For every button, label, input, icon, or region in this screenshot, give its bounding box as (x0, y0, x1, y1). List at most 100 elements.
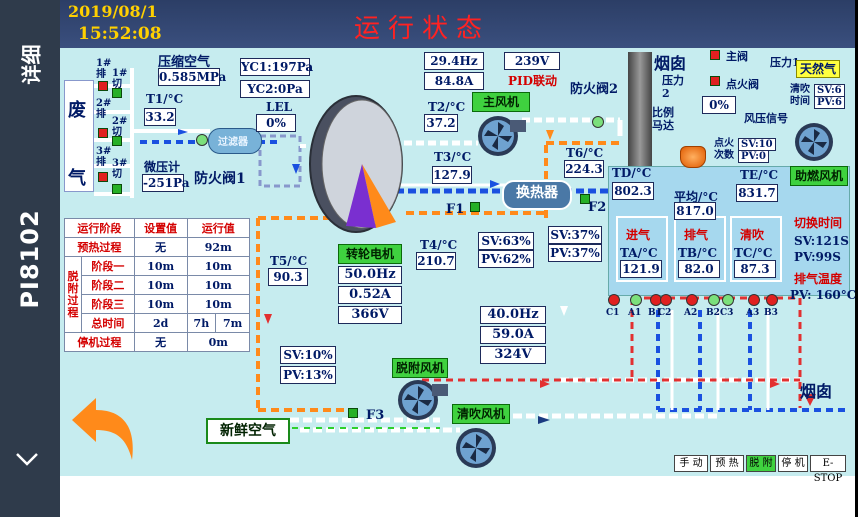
page-title: 运行状态 (354, 14, 491, 44)
phase-stage2-set: 10m (133, 275, 188, 295)
device-id: PI8102 (16, 209, 44, 309)
zone-purge-label: TC/°C (734, 246, 773, 260)
valve-lamp-label-a2: A2 (684, 308, 698, 318)
main-fan-label: 主风机 (472, 92, 530, 112)
chevron-down-icon[interactable] (14, 448, 40, 470)
valve-lamp-label-b2: B2 (706, 308, 720, 318)
purge-fan-icon[interactable] (452, 426, 504, 472)
phase-stop-name: 停机过程 (64, 332, 135, 352)
lel-label: LEL (266, 100, 293, 114)
zone-purge-title: 清吹 (740, 228, 765, 242)
chimney-bottom-label: 烟囱 (800, 382, 833, 401)
micro-pressure-value: -251Pa (142, 174, 190, 192)
phase-stop-run: 0m (186, 332, 251, 352)
t4-value: 210.7 (416, 252, 456, 270)
side-panel: 详细 PI8102 (0, 0, 60, 517)
td-value: 802.3 (612, 182, 654, 200)
valve-lamp-a2 (686, 294, 698, 306)
f3-label: F3 (366, 408, 385, 423)
valve-lamp-label-c3: C3 (720, 308, 734, 318)
rotor-wheel (309, 95, 403, 233)
phase-header-stage: 运行阶段 (64, 218, 135, 238)
phase-stage3-run: 10m (186, 294, 251, 314)
gas-pv0: PV:0 (738, 150, 769, 163)
yc2-value: YC2:0Pa (240, 80, 310, 98)
desorb-fan-icon[interactable] (394, 378, 448, 424)
branch-2-cut: 2#切 (112, 116, 128, 138)
desorb-fan-freq: 40.0Hz (480, 306, 546, 324)
phase-stage2-run: 10m (186, 275, 251, 295)
phase-total-m: 7m (215, 313, 250, 333)
phase-table: 运行阶段 设置值 运行值 预热过程 无 92m 脱附过程 阶段一 10m 10m… (64, 218, 251, 352)
branch-3: 3#排 (96, 146, 112, 168)
zone-exhaust-value: 82.0 (678, 260, 720, 278)
fire-valve-2-lamp (592, 116, 604, 128)
mode-button-1[interactable]: 预 热 (710, 455, 744, 472)
desorb-fan-current: 59.0A (480, 326, 546, 344)
t3-value: 127.9 (432, 166, 472, 184)
valve-lamp-label-c2: C2 (658, 308, 672, 318)
td-label: TD/°C (612, 166, 652, 180)
mode-button-3[interactable]: 停 机 (778, 455, 808, 472)
t1-value: 33.2 (144, 108, 176, 126)
valve-lamp-c3 (722, 294, 734, 306)
gas-main-valve[interactable] (710, 50, 720, 60)
phase-header-run: 运行值 (186, 218, 251, 238)
back-arrow-icon[interactable] (66, 394, 140, 464)
branch-3-cut: 3#切 (112, 158, 128, 180)
detail-label[interactable]: 详细 (19, 44, 44, 85)
lel-value: 0% (256, 114, 296, 132)
valve-lamp-label-b3: B3 (764, 308, 778, 318)
switch-time-label: 切换时间 (794, 216, 843, 230)
branch-2: 2#排 (96, 98, 112, 120)
mode-button-4[interactable]: E-STOP (810, 455, 846, 484)
t6-label: T6/°C (566, 146, 604, 160)
zone-exhaust-title: 排气 (684, 228, 709, 242)
desorb-fan-label: 脱附风机 (392, 358, 448, 378)
zone-intake-title: 进气 (626, 228, 651, 242)
t2-value: 37.2 (424, 114, 458, 132)
valve-lamp-label-a1: A1 (628, 308, 642, 318)
chimney-label: 烟囱 (654, 54, 687, 73)
valve-lamp-a3 (748, 294, 760, 306)
compressed-air-value: 0.585MPa (158, 68, 227, 86)
switch-time-sv: SV:121S (794, 234, 849, 248)
phase-header-set: 设置值 (133, 218, 188, 238)
filter-inlet-lamp (196, 134, 208, 146)
filter-label: 过滤器 (218, 137, 248, 148)
tavg-value: 817.0 (674, 202, 716, 220)
main-fan-icon[interactable] (474, 112, 526, 158)
branch-1-cut-valve[interactable] (112, 88, 122, 98)
f1-valve[interactable] (470, 202, 480, 212)
gas-ignition-valve[interactable] (710, 76, 720, 86)
main-fan-current: 84.8A (424, 72, 484, 90)
rotor-motor-label: 转轮电机 (338, 244, 402, 264)
f2-valve[interactable] (580, 194, 590, 204)
waste-gas-block (64, 80, 94, 192)
header-bar: 2019/08/1 15:52:08 运行状态 (60, 0, 855, 48)
filter-vessel (208, 128, 262, 154)
f3-valve[interactable] (348, 408, 358, 418)
branch-3-valve[interactable] (98, 172, 108, 182)
phase-preheat-set: 无 (133, 237, 188, 257)
branch-2-cut-valve[interactable] (112, 136, 122, 146)
phase-total-h: 7h (186, 313, 217, 333)
valve-lamp-label-c1: C1 (606, 308, 620, 318)
valve-lamp-label-a3: A3 (746, 308, 760, 318)
gas-label: 天然气 (796, 60, 841, 78)
valve-lamp-a1 (630, 294, 642, 306)
desorb-fan-voltage: 324V (480, 346, 546, 364)
fire-valve-2: 防火阀2 (570, 82, 619, 97)
rotor-motor-voltage: 366V (338, 306, 402, 324)
branch-3-cut-valve[interactable] (112, 184, 122, 194)
phase-stage2-name: 阶段二 (81, 275, 135, 295)
branch-1-valve[interactable] (98, 81, 108, 91)
mode-button-2[interactable]: 脱 附 (746, 455, 776, 472)
gas-valve-pct: 0% (702, 96, 736, 114)
f1-label: F1 (446, 202, 465, 217)
branch-2-valve[interactable] (98, 128, 108, 138)
mode-button-0[interactable]: 手 动 (674, 455, 708, 472)
hmi-screen: 2019/08/1 15:52:08 运行状态 (60, 0, 855, 517)
aux-fan-icon[interactable] (790, 120, 842, 164)
zone-intake-panel (616, 216, 668, 282)
